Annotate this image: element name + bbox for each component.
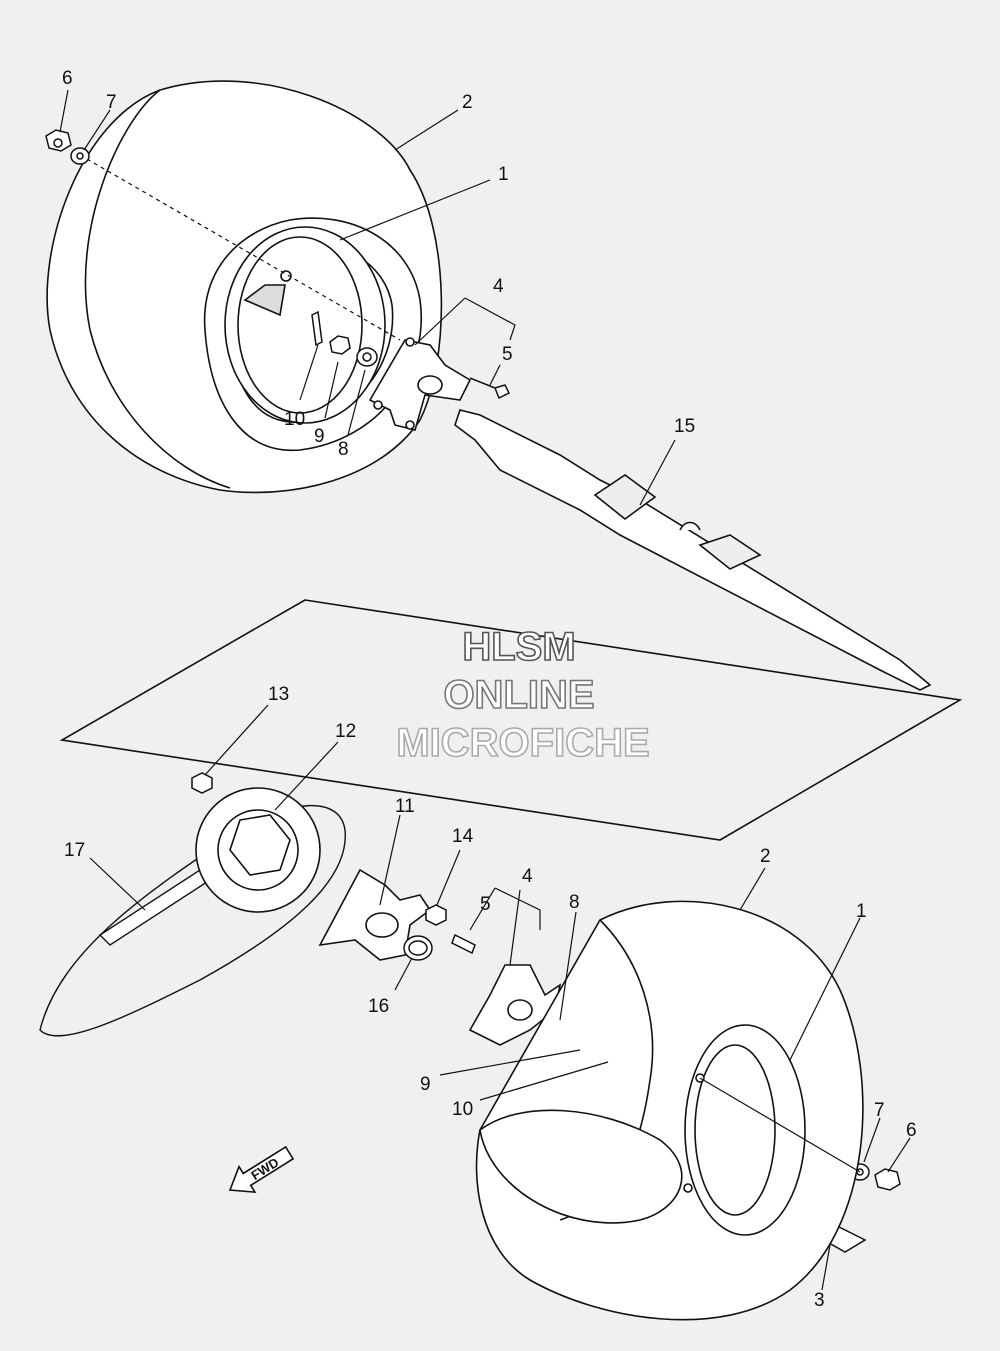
sprocket xyxy=(195,787,321,913)
callout-15: 15 xyxy=(674,416,695,437)
callout-12: 12 xyxy=(335,721,356,742)
callout-2-upper: 2 xyxy=(462,92,473,113)
lower-tire xyxy=(475,900,864,1321)
callout-3: 3 xyxy=(814,1290,825,1311)
callout-6-lower: 6 xyxy=(906,1120,917,1141)
callout-4-lower: 4 xyxy=(522,866,533,887)
lower-sprocket-hub xyxy=(318,868,432,961)
upper-tire xyxy=(46,80,443,494)
watermark-line1: HLSM xyxy=(462,625,575,669)
callout-8-lower: 8 xyxy=(569,892,580,913)
callout-13: 13 xyxy=(268,684,289,705)
callout-5-upper: 5 xyxy=(502,344,513,365)
callout-4-upper: 4 xyxy=(493,276,504,297)
leader-lines xyxy=(59,89,911,1291)
callout-9-upper: 9 xyxy=(314,426,325,447)
callout-2-lower: 2 xyxy=(760,846,771,867)
callout-8-upper: 8 xyxy=(338,439,349,460)
assembly-box xyxy=(59,599,963,841)
callout-10-lower: 10 xyxy=(452,1099,473,1120)
callout-7-lower: 7 xyxy=(874,1100,885,1121)
callout-17: 17 xyxy=(64,840,85,861)
callout-10-upper: 10 xyxy=(284,409,305,430)
watermark: HLSM ONLINE MICROFICHE xyxy=(396,624,651,766)
callout-16: 16 xyxy=(368,996,389,1017)
upper-hub xyxy=(368,337,472,431)
bolt-13 xyxy=(191,772,213,794)
callout-1-upper: 1 xyxy=(498,164,509,185)
callout-9-lower: 9 xyxy=(420,1074,431,1095)
chain-loop xyxy=(39,804,346,1037)
watermark-line3: MICROFICHE xyxy=(396,721,649,765)
lower-hub xyxy=(468,964,562,1046)
callout-5-lower: 5 xyxy=(480,894,491,915)
callout-labels: 6 7 2 1 4 5 10 9 8 15 13 12 17 11 14 5 4… xyxy=(62,68,917,1311)
callout-7-upper: 7 xyxy=(106,92,117,113)
upper-nut-washer xyxy=(45,129,511,400)
callout-1-lower: 1 xyxy=(856,901,867,922)
axle-shaft xyxy=(454,409,932,691)
callout-6-upper: 6 xyxy=(62,68,73,89)
callout-14: 14 xyxy=(452,826,474,847)
axis-line-upper xyxy=(79,154,401,341)
watermark-line2: ONLINE xyxy=(443,673,594,717)
axis-line-lower xyxy=(699,1077,861,1173)
callout-11: 11 xyxy=(395,796,415,817)
